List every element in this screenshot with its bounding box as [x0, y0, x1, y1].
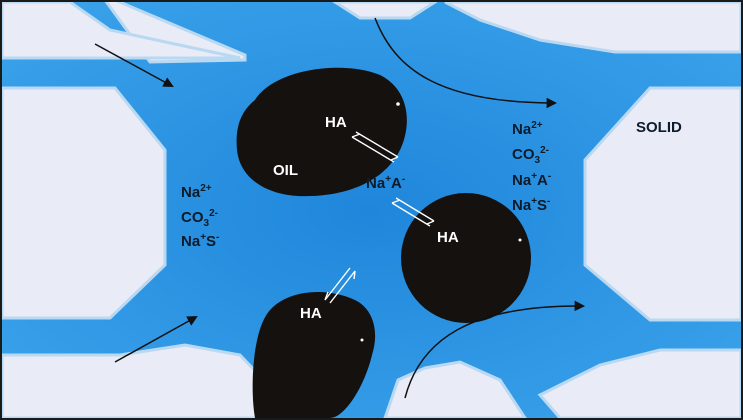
grain-left — [0, 86, 167, 320]
equilibrium-arrow-top — [351, 131, 399, 163]
right-ion-1: Na2+ — [512, 120, 543, 138]
oil-blob-large — [236, 67, 407, 197]
ha-label-right: HA — [437, 229, 459, 246]
flow-arrow-bottom-curve — [404, 300, 586, 399]
left-ion-1: Na2+ — [181, 183, 212, 201]
ha-label-bottom: HA — [300, 305, 322, 322]
flow-arrow-top-left — [94, 43, 174, 88]
right-ion-list: Na2+ CO32- Na+A- Na+S- — [512, 120, 551, 214]
oil-highlight — [518, 238, 522, 242]
left-ion-list: Na2+ CO32- Na+S- — [181, 183, 219, 250]
right-ion-4: Na+S- — [512, 196, 550, 214]
flow-arrow-bottom-left — [114, 315, 198, 363]
right-ion-3: Na+A- — [512, 171, 551, 189]
oil-droplets — [236, 67, 531, 418]
oil-blob-bottom — [252, 291, 376, 418]
ha-label-top: HA — [325, 114, 347, 131]
equilibrium-arrows — [324, 131, 435, 304]
flow-arrow-top-curve — [374, 17, 558, 109]
oil-blob-right — [401, 193, 531, 323]
oil-highlight — [396, 102, 400, 106]
equilibrium-arrow-bottom — [324, 267, 356, 304]
equilibrium-arrow-middle — [391, 197, 435, 227]
flow-arrows — [94, 17, 586, 399]
left-ion-3: Na+S- — [181, 232, 219, 250]
solid-label: SOLID — [636, 119, 682, 136]
center-ion: Na+A- — [366, 174, 405, 192]
right-ion-2: CO32- — [512, 145, 549, 166]
left-ion-2: CO32- — [181, 208, 218, 229]
oil-label: OIL — [273, 162, 298, 179]
oil-highlight — [360, 338, 364, 342]
